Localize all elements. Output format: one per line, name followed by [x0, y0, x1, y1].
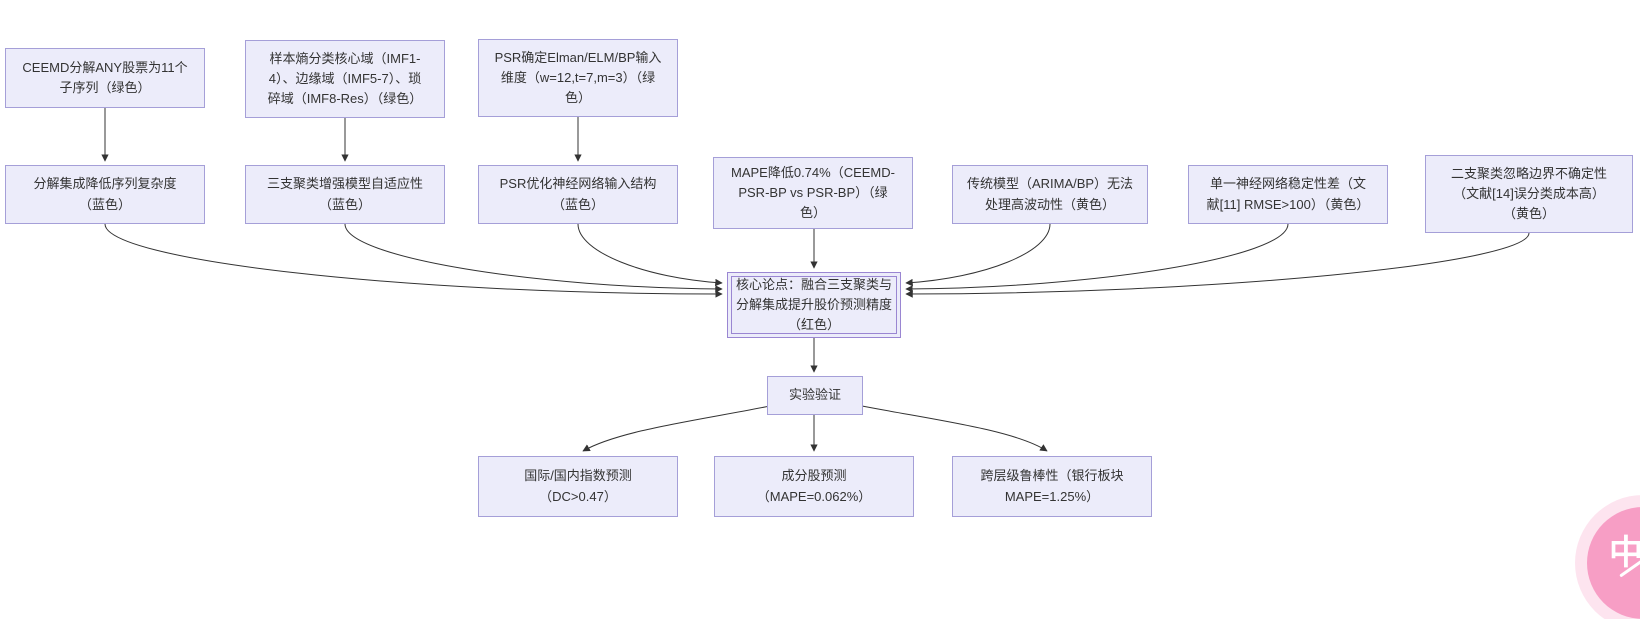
node-mape-evidence: MAPE降低0.74%（CEEMD- PSR-BP vs PSR-BP）（绿 色… [713, 157, 913, 229]
node-traditional-gap: 传统模型（ARIMA/BP）无法 处理高波动性（黄色） [952, 165, 1148, 224]
edge-singlenn-to-core [905, 223, 1289, 293]
edge-psrbenefit-to-core [577, 223, 723, 287]
edge-validation-to-index [582, 405, 771, 452]
edge-traditional-to-core [905, 223, 1051, 287]
node-single-nn-gap: 单一神经网络稳定性差（文 献[11] RMSE>100）（黄色） [1188, 165, 1388, 224]
node-core-thesis: 核心论点：融合三支聚类与 分解集成提升股价预测精度 （红色） [727, 272, 901, 338]
edge-binarycluster-to-core [905, 232, 1530, 298]
translate-fab[interactable]: 中 A [1587, 507, 1640, 619]
node-entropy-source: 样本熵分类核心域（IMF1- 4）、边缘域（IMF5-7）、琐 碎域（IMF8-… [245, 40, 445, 118]
node-psr-source: PSR确定Elman/ELM/BP输入 维度（w=12,t=7,m=3）（绿 色… [478, 39, 678, 117]
node-result-robust: 跨层级鲁棒性（银行板块 MAPE=1.25%） [952, 456, 1152, 517]
node-binary-cluster-gap: 二支聚类忽略边界不确定性 （文献[14]误分类成本高） （黄色） [1425, 155, 1633, 233]
node-result-stock: 成分股预测 （MAPE=0.062%） [714, 456, 914, 517]
node-decompose-benefit: 分解集成降低序列复杂度 （蓝色） [5, 165, 205, 224]
flowchart-canvas: CEEMD分解ANY股票为11个 子序列（绿色） 样本熵分类核心域（IMF1- … [5, 39, 1640, 619]
node-result-index: 国际/国内指数预测 （DC>0.47） [478, 456, 678, 517]
node-validation: 实验验证 [767, 376, 863, 415]
node-psr-benefit: PSR优化神经网络输入结构 （蓝色） [478, 165, 678, 224]
edge-threeway-to-core [344, 223, 723, 293]
edge-validation-to-robust [861, 405, 1048, 452]
edge-decompose-to-core [104, 223, 723, 298]
node-ceemd-source: CEEMD分解ANY股票为11个 子序列（绿色） [5, 48, 205, 108]
node-three-way-benefit: 三支聚类增强模型自适应性 （蓝色） [245, 165, 445, 224]
